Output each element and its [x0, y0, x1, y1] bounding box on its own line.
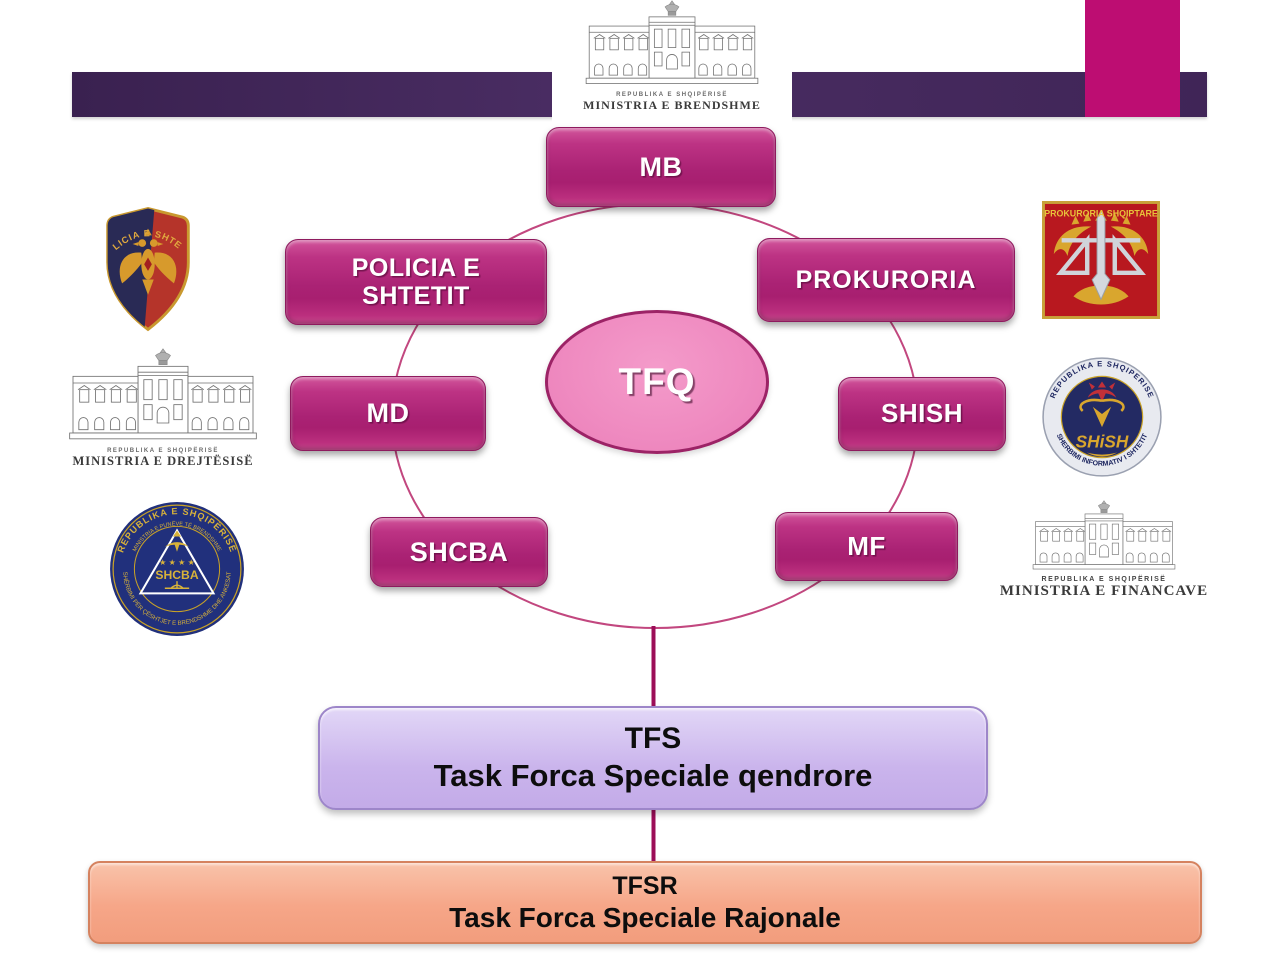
mf-ministry-logo: REPUBLIKA E SHQIPËRISË MINISTRIA E FINAN…	[1000, 500, 1207, 612]
node-shcba-label: SHCBA	[409, 536, 509, 567]
shcba-acronym: SHCBA	[155, 568, 198, 582]
tfs-subtitle: Task Forca Speciale qendrore	[433, 758, 873, 793]
accent-bar	[1085, 0, 1180, 117]
tfsr-title: TFSR	[612, 871, 678, 900]
node-policia-label: POLICIA E SHTETIT	[351, 254, 481, 310]
prokuroria-emblem-icon: PROKURORIA SHQIPTARE	[1042, 201, 1160, 319]
node-prokuroria: PROKURORIA	[757, 238, 1015, 322]
node-shish: SHISH	[838, 377, 1006, 451]
shish-acronym: SHiSH	[1076, 431, 1129, 451]
prokuroria-logo: PROKURORIA SHQIPTARE	[1042, 200, 1160, 320]
shcba-seal-icon: REPUBLIKA E SHQIPËRISË MINISTRIA E PUNËV…	[110, 502, 244, 636]
shcba-logo: REPUBLIKA E SHQIPËRISË MINISTRIA E PUNËV…	[106, 500, 248, 638]
node-md: MD	[290, 376, 486, 451]
node-mb: MB	[546, 127, 776, 207]
node-policia-e-shtetit: POLICIA E SHTETIT	[285, 239, 547, 325]
tfsr-box: TFSR Task Forca Speciale Rajonale	[88, 861, 1202, 944]
center-node-tfq: TFQ	[545, 310, 769, 454]
tfq-label: TFQ	[618, 361, 696, 402]
mb-ministry-logo: REPUBLIKA E SHQIPËRISË MINISTRIA E BREND…	[552, 0, 792, 124]
md-building-icon	[69, 348, 257, 440]
police-logo: POLICIA E SHTETIT	[100, 203, 196, 335]
police-shield-icon: POLICIA E SHTETIT	[100, 203, 190, 332]
shish-seal-icon: REPUBLIKA E SHQIPERISE SHERBIMI INFORMAT…	[1042, 357, 1162, 477]
node-md-label: MD	[366, 398, 410, 429]
node-shish-label: SHISH	[881, 398, 963, 429]
shish-logo: REPUBLIKA E SHQIPERISE SHERBIMI INFORMAT…	[1038, 356, 1166, 478]
tfsr-subtitle: Task Forca Speciale Rajonale	[449, 901, 841, 933]
mb-building-icon	[585, 0, 759, 84]
mf-logo-name: MINISTRIA E FINANCAVE	[999, 583, 1209, 599]
mf-building-icon	[1032, 500, 1176, 570]
md-logo-republic-caption: REPUBLIKA E SHQIPËRISË	[107, 448, 219, 454]
mf-logo-republic-caption: REPUBLIKA E SHQIPËRISË	[1041, 576, 1167, 583]
node-shcba: SHCBA	[370, 517, 548, 587]
mb-logo-name: MINISTRIA E BRENDSHME	[583, 98, 761, 112]
shcba-stars: ★ ★ ★ ★	[159, 558, 195, 567]
mb-logo-republic-caption: REPUBLIKA E SHQIPËRISË	[616, 92, 728, 98]
md-ministry-logo: REPUBLIKA E SHQIPËRISË MINISTRIA E DREJT…	[62, 348, 264, 490]
node-mb-label: MB	[639, 151, 683, 182]
tfs-title: TFS	[624, 722, 682, 755]
node-mf: MF	[775, 512, 958, 581]
tfs-box: TFS Task Forca Speciale qendrore	[318, 706, 988, 810]
node-prokuroria-label: PROKURORIA	[795, 266, 977, 294]
node-mf-label: MF	[847, 530, 886, 561]
prokuroria-banner-text: PROKURORIA SHQIPTARE	[1044, 209, 1158, 219]
md-logo-name: MINISTRIA E DREJTËSISË	[72, 454, 254, 468]
